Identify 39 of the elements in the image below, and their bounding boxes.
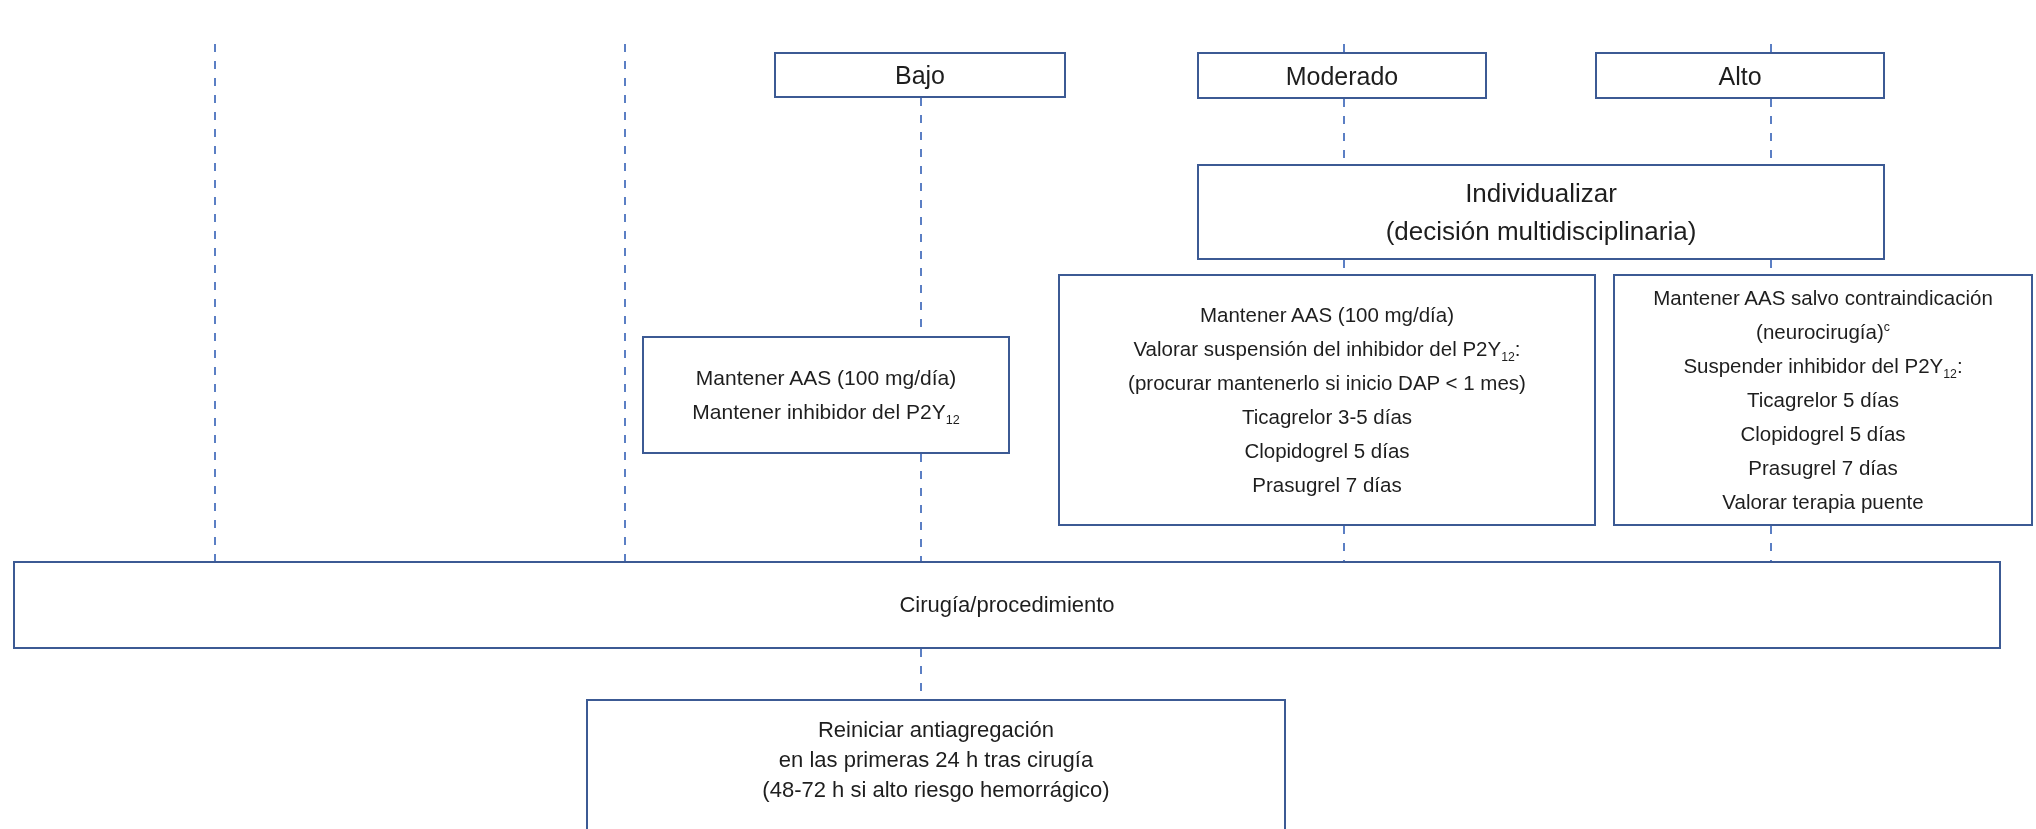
box-text: Clopidogrel 5 días: [1740, 421, 1906, 447]
box-text: Mantener AAS (100 mg/día): [695, 365, 957, 391]
dashed-connector: [1343, 525, 1345, 562]
box-text: Suspender inhibidor del P2Y$_{12}$:: [1683, 353, 1963, 383]
box-text: Prasugrel 7 días: [1748, 455, 1898, 481]
dashed-connector: [1343, 43, 1345, 53]
text-box: [586, 699, 1286, 829]
box-text: en las primeras 24 h tras cirugía: [778, 746, 1094, 774]
text-box: [1595, 52, 1885, 99]
text-box: [1197, 164, 1885, 260]
dashed-connector: [1770, 525, 1772, 562]
box-text: Prasugrel 7 días: [1252, 472, 1402, 498]
dashed-connector: [624, 43, 626, 562]
text-box: [774, 52, 1066, 98]
dashed-connector: [1770, 43, 1772, 53]
text-box: [642, 336, 1010, 454]
box-text: Mantener AAS (100 mg/día): [1199, 302, 1455, 328]
box-text: (decisión multidisciplinaria): [1385, 215, 1697, 248]
box-text: Reiniciar antiagregación: [818, 716, 1054, 744]
box-text: Ticagrelor 5 días: [1747, 387, 1899, 413]
text-box: [1197, 52, 1487, 99]
dashed-connector: [920, 453, 922, 562]
box-text: Moderado: [1285, 60, 1399, 91]
box-text: Mantener AAS salvo contraindicación (neurocirugía)$^{c}$: [1652, 285, 1994, 345]
box-text: Bajo: [894, 60, 945, 90]
box-text: Clopidogrel 5 días: [1244, 438, 1410, 464]
box-text: (48-72 h si alto riesgo hemorrágico): [762, 776, 1110, 804]
box-text: Valorar terapia puente: [1722, 489, 1924, 515]
text-box: [13, 561, 2001, 649]
dashed-connector: [214, 43, 216, 562]
box-text: Individualizar: [1465, 177, 1617, 210]
box-text: Ticagrelor 3-5 días: [1241, 404, 1413, 430]
box-text: Alto: [1718, 60, 1762, 91]
text-box: [1613, 274, 2033, 526]
box-text: Mantener inhibidor del P2Y$_{12}$: [692, 399, 960, 429]
box-text: Cirugía/procedimiento: [899, 591, 1115, 619]
box-text: Valorar suspensión del inhibidor del P2Y$_{12}$:: [1133, 336, 1521, 366]
text-box: [1058, 274, 1596, 526]
box-text: (procurar mantenerlo si inicio DAP < 1 mes): [1128, 370, 1526, 396]
